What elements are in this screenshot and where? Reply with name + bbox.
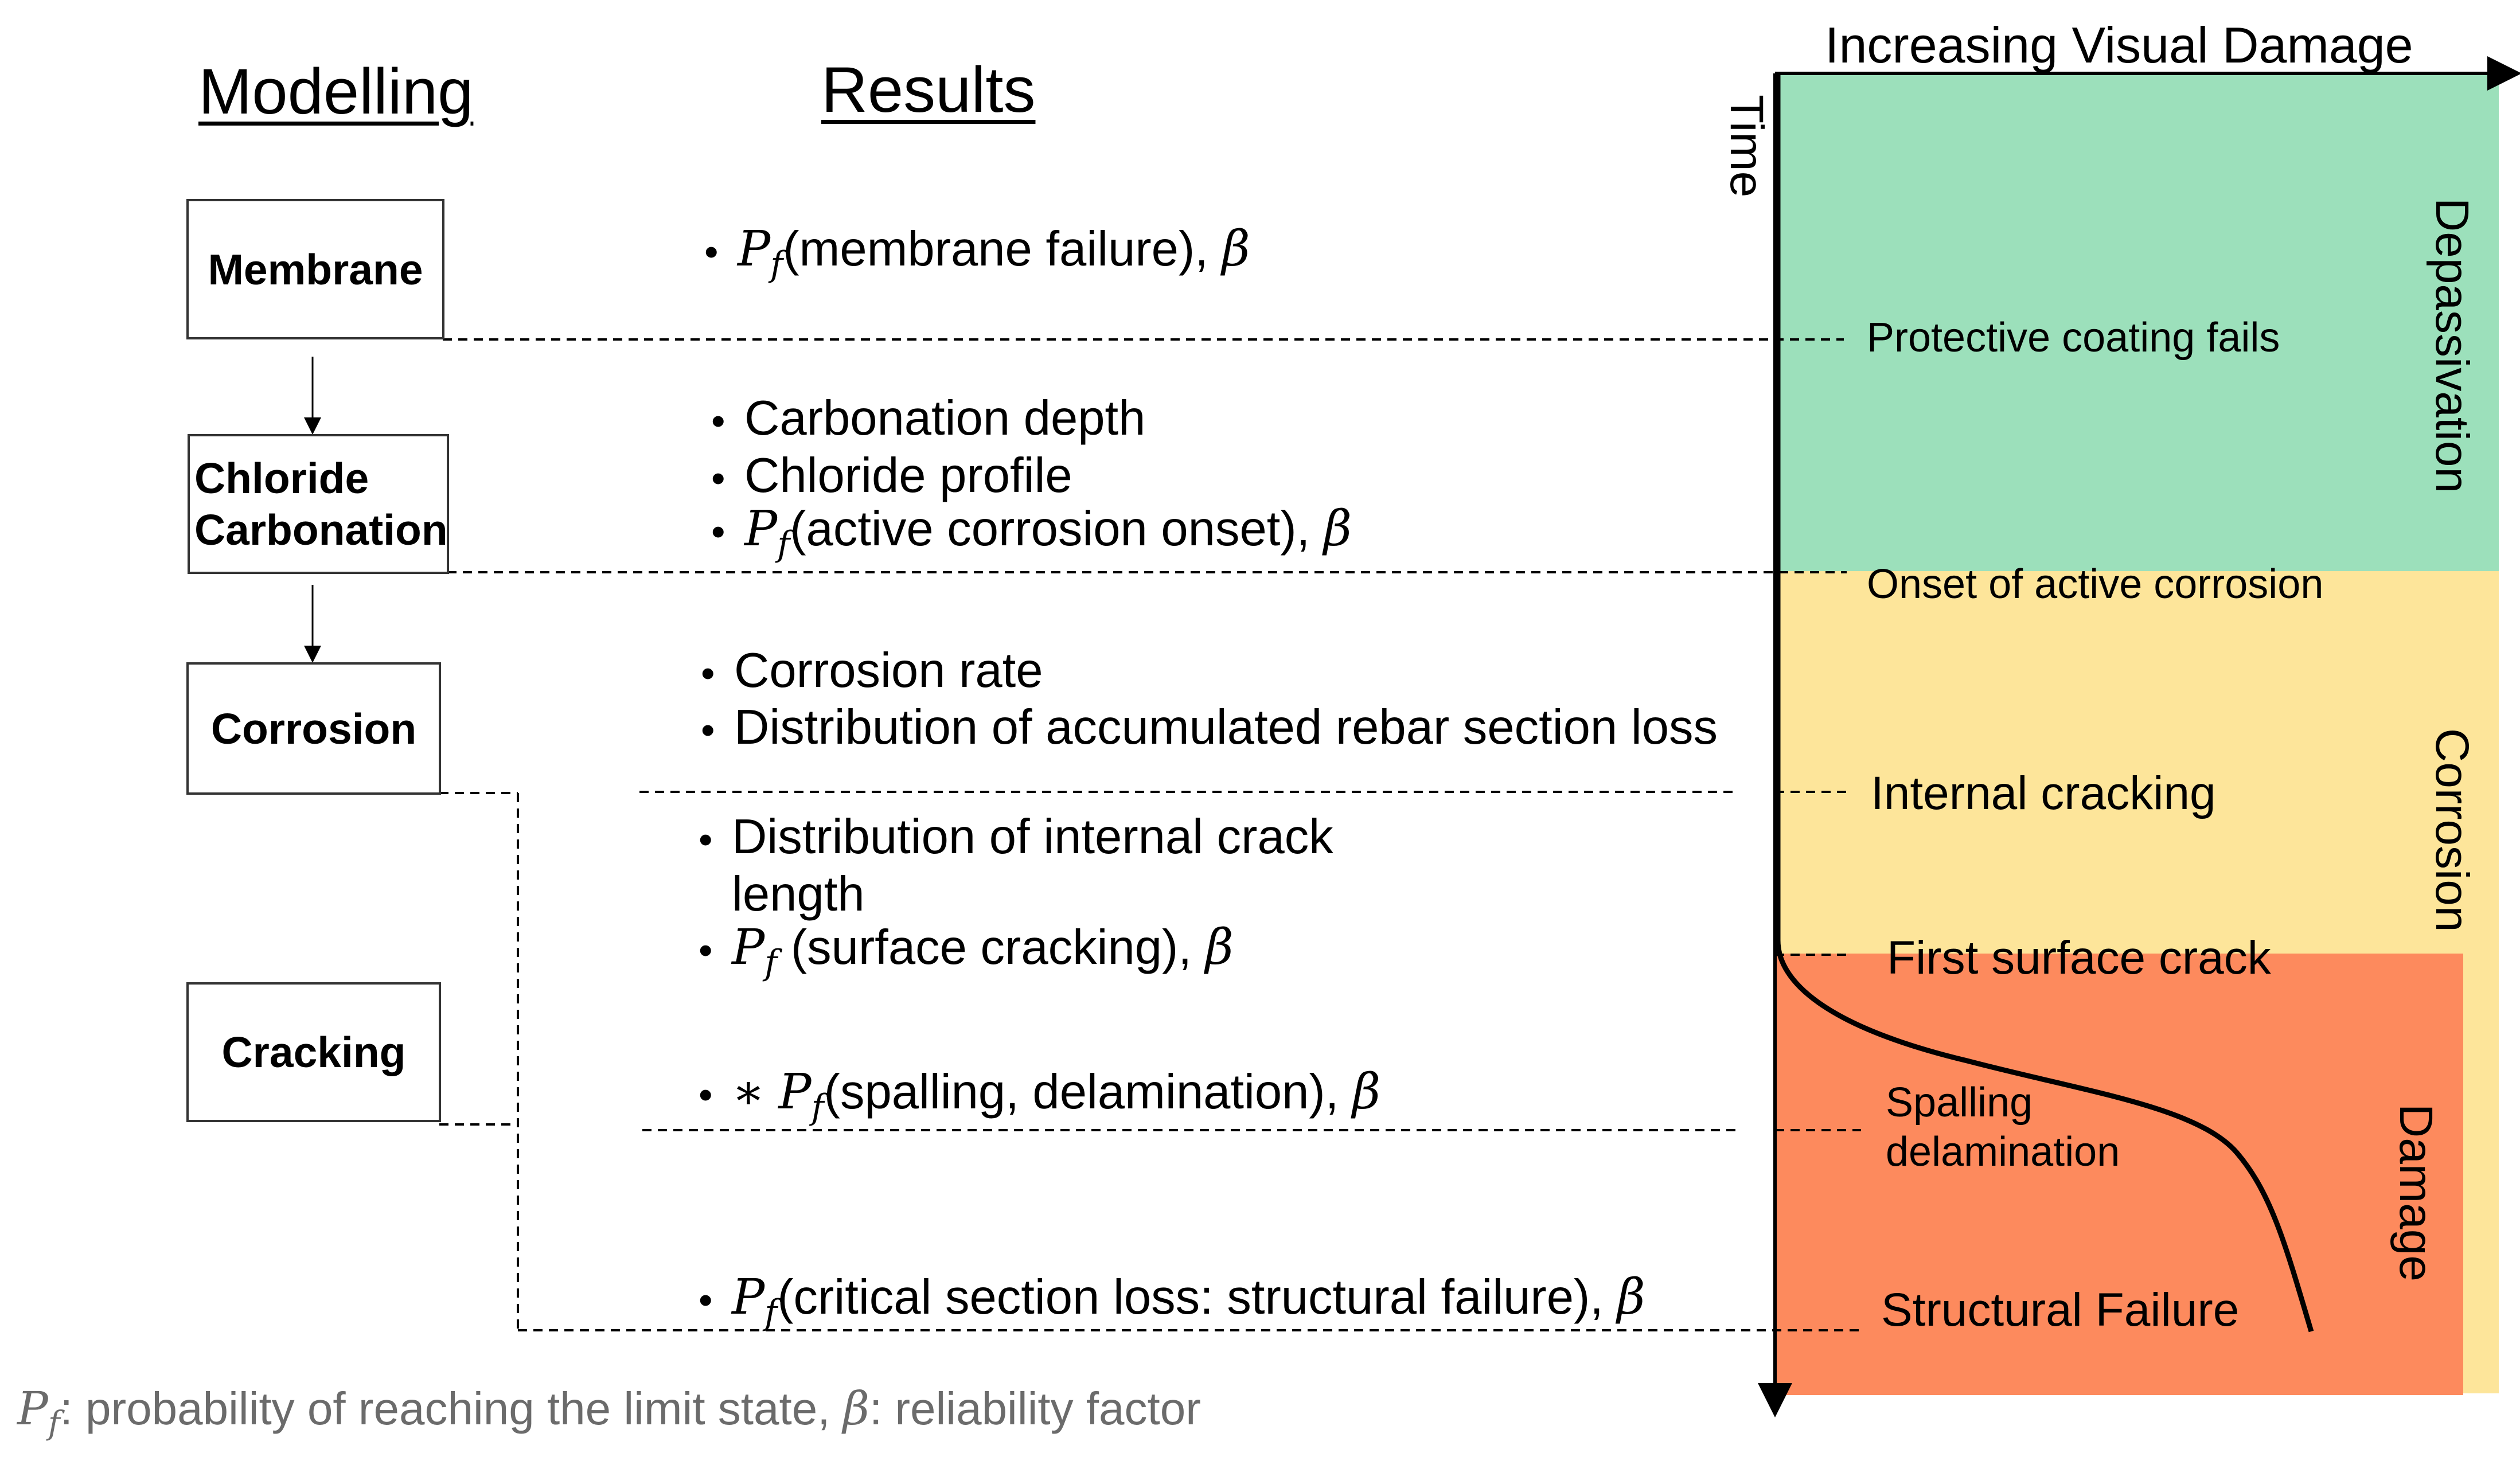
- stage-active-corrosion: Onset of active corrosion: [1867, 561, 2324, 607]
- damage-zone: [1775, 954, 2463, 1395]
- asterisk-symbol: ∗: [732, 1064, 765, 1120]
- result-active-corrosion-onset: • Pf(active corrosion onset), β: [711, 502, 1352, 561]
- corrosion-label: Corrosion: [210, 704, 417, 753]
- bullet: •: [699, 1278, 713, 1322]
- result-carbonation-depth: • Carbonation depth: [711, 394, 1145, 443]
- membrane-failure-text: (membrane failure),: [783, 222, 1222, 276]
- zone-label-damage: Damage: [2390, 1104, 2442, 1282]
- carbonation-depth-text: Carbonation depth: [744, 391, 1146, 446]
- chloride-profile-text: Chloride profile: [744, 448, 1072, 503]
- stage-spalling: Spalling delamination: [1886, 1078, 2120, 1177]
- membrane-box: Membrane: [186, 199, 444, 339]
- bullet: •: [699, 928, 713, 972]
- chloride-label: Chloride: [194, 454, 369, 502]
- results-heading: Results: [821, 54, 1036, 126]
- beta-symbol: β: [1323, 501, 1352, 557]
- internal-crack-text-line2: length: [732, 867, 865, 922]
- bullet: •: [711, 456, 725, 501]
- stage-coating-fails: Protective coating fails: [1867, 315, 2280, 361]
- result-corrosion-rate: • Corrosion rate: [701, 646, 1043, 695]
- pf-symbol: P: [732, 919, 765, 976]
- pf-symbol: P: [732, 1269, 765, 1326]
- pf-symbol: P: [744, 501, 778, 557]
- zone-label-corrosion: Corrosion: [2426, 728, 2478, 932]
- carbonation-label: Carbonation: [194, 506, 448, 554]
- beta-symbol: β: [1205, 919, 1234, 976]
- bullet: •: [699, 817, 713, 862]
- bullet: •: [704, 229, 719, 274]
- beta-symbol: β: [1617, 1269, 1645, 1326]
- result-internal-crack: • Distribution of internal crack length: [699, 808, 1333, 924]
- legend: Pf: probability of reaching the limit st…: [17, 1382, 1201, 1442]
- result-critical-section-loss: • Pf(critical section loss: structural fa…: [699, 1270, 1645, 1330]
- result-membrane-failure: • Pf(membrane failure), β: [704, 222, 1250, 282]
- cracking-label: Cracking: [221, 1028, 406, 1076]
- chloride-carbonation-box: Chloride Carbonation: [188, 434, 449, 574]
- legend-pf-symbol: P: [17, 1382, 48, 1435]
- corrosion-rate-text: Corrosion rate: [734, 643, 1043, 698]
- legend-beta-text: : reliability factor: [869, 1383, 1201, 1434]
- surface-cracking-text: (surface cracking),: [777, 920, 1206, 975]
- pf-subscript: f: [764, 943, 778, 983]
- result-chloride-profile: • Chloride profile: [711, 451, 1072, 500]
- stage-structural-failure: Structural Failure: [1881, 1284, 2240, 1336]
- stage-spalling-line1: Spalling: [1886, 1080, 2033, 1126]
- result-spalling: • ∗ Pf(spalling, delamination), β: [699, 1065, 1380, 1124]
- legend-pf-subscript: f: [48, 1404, 60, 1442]
- damage-curve: [1775, 73, 2314, 1333]
- cracking-box: Cracking: [186, 982, 441, 1122]
- membrane-label: Membrane: [208, 245, 423, 294]
- stage-first-surface-crack: First surface crack: [1887, 932, 2271, 984]
- y-axis-label: Time: [1721, 95, 1773, 198]
- x-axis-label: Increasing Visual Damage: [1825, 17, 2413, 73]
- pf-subscript: f: [811, 1087, 824, 1127]
- bullet: •: [711, 399, 725, 443]
- bullet: •: [701, 651, 715, 696]
- result-surface-cracking: • Pf (surface cracking), β: [699, 920, 1234, 980]
- corrosion-box: Corrosion: [186, 662, 441, 795]
- depassivation-zone: [1775, 75, 2499, 571]
- zone-label-depassivation: Depassivation: [2426, 198, 2478, 494]
- legend-beta-symbol: β: [842, 1382, 869, 1435]
- bullet: •: [711, 509, 725, 554]
- internal-crack-text-line1: Distribution of internal crack: [732, 810, 1333, 864]
- modelling-heading: Modelling: [198, 56, 474, 127]
- section-loss-text: Distribution of accumulated rebar sectio…: [734, 700, 1718, 755]
- spalling-text: (spalling, delamination),: [824, 1065, 1352, 1119]
- critical-section-loss-text: (critical section loss: structural failu…: [777, 1270, 1617, 1325]
- pf-symbol: P: [738, 221, 771, 278]
- pf-subscript: f: [777, 524, 790, 564]
- pf-symbol: P: [778, 1064, 812, 1120]
- pf-subscript: f: [764, 1292, 778, 1333]
- stage-spalling-line2: delamination: [1886, 1129, 2120, 1175]
- bullet: •: [701, 708, 715, 752]
- beta-symbol: β: [1352, 1064, 1381, 1120]
- legend-pf-text: : probability of reaching the limit stat…: [60, 1383, 843, 1434]
- pf-subscript: f: [770, 244, 783, 284]
- result-section-loss: • Distribution of accumulated rebar secti…: [701, 703, 1718, 752]
- active-corrosion-onset-text: (active corrosion onset),: [790, 502, 1324, 556]
- beta-symbol: β: [1222, 221, 1250, 278]
- stage-internal-cracking: Internal cracking: [1871, 767, 2216, 819]
- bullet: •: [699, 1072, 713, 1117]
